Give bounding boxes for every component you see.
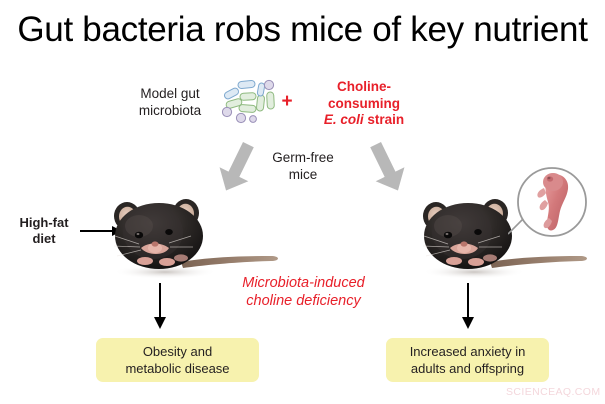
mouse-photo-right (412, 188, 592, 280)
watermark: SCIENCEAQ.COM (506, 386, 601, 398)
label-ecoli-strain: Choline- consuming E. coli strain (305, 79, 423, 129)
label-germ-free-mice-line2: mice (288, 167, 318, 182)
label-ecoli-line3: E. coli strain (305, 112, 423, 129)
label-model-gut-microbiota-line1: Model gut (140, 86, 200, 101)
label-choline-deficiency: Microbiota-induced choline deficiency (201, 274, 406, 310)
block-arrow-down-right-icon (364, 142, 410, 194)
arrow-down-icon-left (152, 283, 168, 329)
label-model-gut-microbiota-line2: microbiota (138, 103, 202, 118)
outcome-box-anxiety: Increased anxiety in adults and offsprin… (386, 338, 549, 382)
outcome-box-obesity-line2: metabolic disease (125, 361, 230, 376)
label-germ-free-mice-line1: Germ-free (272, 150, 334, 165)
outcome-box-obesity: Obesity and metabolic disease (96, 338, 259, 382)
outcome-box-anxiety-line1: Increased anxiety in (409, 344, 526, 359)
outcome-box-obesity-line1: Obesity and (142, 344, 213, 359)
label-ecoli-line1: Choline- (337, 79, 391, 94)
ecoli-strain-suffix: strain (363, 112, 405, 127)
offspring-callout (507, 166, 590, 244)
ecoli-species-name: E. coli (323, 112, 364, 127)
outcome-box-obesity-text: Obesity and metabolic disease (125, 343, 229, 377)
label-choline-deficiency-line1: Microbiota-induced (242, 275, 365, 291)
label-ecoli-line2: consuming (327, 95, 400, 111)
mouse-photo-left (103, 188, 283, 280)
outcome-box-anxiety-line2: adults and offspring (410, 361, 525, 376)
bacteria-cluster-icon (221, 78, 278, 126)
pup-body (537, 173, 569, 231)
label-high-fat-diet-line2: diet (32, 231, 56, 246)
block-arrow-down-left-icon (214, 142, 260, 194)
outcome-box-anxiety-text: Increased anxiety in adults and offsprin… (410, 343, 526, 377)
arrow-down-icon-right (460, 283, 476, 329)
label-high-fat-diet: High-fat diet (8, 215, 80, 247)
label-high-fat-diet-line1: High-fat (19, 215, 69, 230)
label-germ-free-mice: Germ-free mice (248, 149, 358, 183)
label-choline-deficiency-line2: choline deficiency (246, 293, 361, 309)
page-title: Gut bacteria robs mice of key nutrient (17, 10, 588, 49)
label-model-gut-microbiota: Model gut microbiota (118, 85, 222, 119)
plus-sign: + (281, 91, 293, 112)
